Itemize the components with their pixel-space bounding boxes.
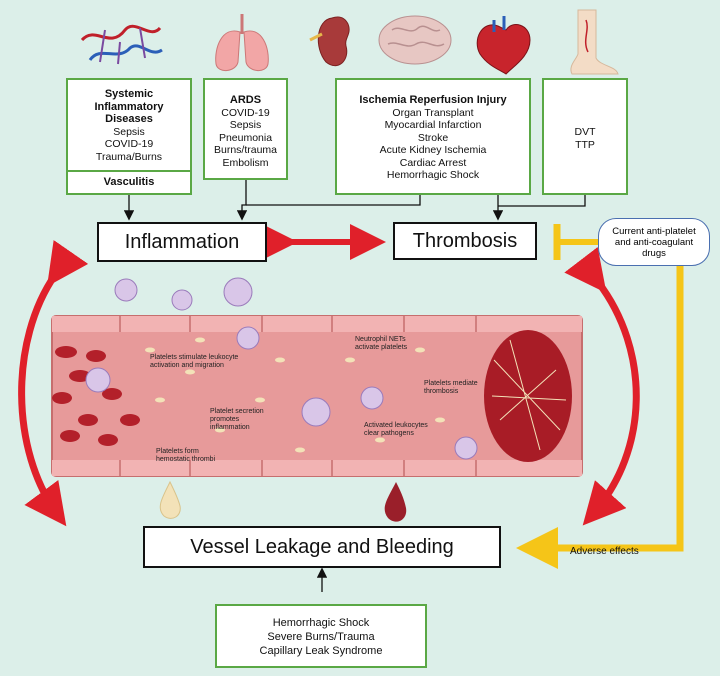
iri-title: Ischemia Reperfusion Injury: [359, 94, 507, 106]
blood-vessel: [51, 315, 583, 477]
adverse-effects-arrow: [516, 266, 684, 569]
blood-droplet: [384, 482, 407, 522]
drugs-line: drugs: [642, 247, 666, 259]
vessel-leakage-box: Vessel Leakage and Bleeding: [143, 526, 501, 568]
adverse-effects-label: Adverse effects: [570, 546, 639, 557]
label-platelets-mediate: Platelets mediate thrombosis: [424, 380, 478, 396]
label-line: activation and migration: [150, 362, 224, 369]
ards-box: ARDS COVID-19 Sepsis Pneumonia Burns/tra…: [203, 78, 288, 180]
cause-item: Severe Burns/Trauma: [267, 631, 375, 643]
ards-item: Sepsis: [229, 119, 262, 131]
label-neutrophil-nets: Neutrophil NETs activate platelets: [355, 336, 407, 352]
label-line: Activated leukocytes: [364, 422, 428, 429]
systemic-item: Sepsis: [113, 125, 145, 138]
iri-item: Myocardial Infarction: [384, 119, 482, 131]
label-activated-leukocytes: Activated leukocytes clear pathogens: [364, 422, 428, 438]
lungs-icon: [215, 14, 269, 71]
thrombus: [484, 330, 572, 462]
ards-item: Burns/trauma: [213, 144, 278, 156]
label-line: activate platelets: [355, 344, 408, 351]
vessel-leakage-label: Vessel Leakage and Bleeding: [190, 535, 454, 558]
leukocytes: [85, 277, 478, 460]
label-line: Platelets mediate: [424, 380, 478, 387]
systemic-title-line: Diseases: [105, 113, 153, 125]
thrombosis-box: Thrombosis: [393, 222, 537, 260]
blood-vessels-icon: [80, 24, 163, 65]
cause-item: Capillary Leak Syndrome: [259, 645, 383, 657]
drugs-pill: Current anti-platelet and anti-coagulant…: [598, 218, 710, 266]
iri-item: Stroke: [417, 131, 449, 144]
kidney-icon: [309, 16, 350, 67]
ischemia-reperfusion-box: Ischemia Reperfusion Injury Organ Transp…: [335, 78, 531, 195]
label-line: Platelet secretion: [210, 408, 264, 415]
systemic-item: Trauma/Burns: [95, 150, 163, 163]
right-curved-arrow: [564, 247, 640, 526]
systemic-inflammatory-box: Systemic Inflammatory Diseases Sepsis CO…: [66, 78, 192, 195]
label-line: inflammation: [210, 424, 250, 431]
label-platelet-secretion: Platelet secretion promotes inflammation: [210, 408, 264, 432]
iri-item: Organ Transplant: [392, 106, 474, 119]
label-line: clear pathogens: [364, 430, 414, 437]
label-hemostatic-thrombi: Platelets form hemostatic thrombi: [156, 448, 215, 464]
drugs-line: Current anti-platelet: [612, 225, 696, 237]
vasculitis-label: Vasculitis: [68, 170, 190, 189]
label-line: thrombosis: [424, 388, 459, 395]
platelets: [145, 337, 445, 453]
left-curved-arrow: [18, 240, 89, 527]
systemic-title-line: Systemic: [104, 88, 154, 100]
label-line: hemostatic thrombi: [156, 456, 216, 463]
plasma-droplet: [159, 480, 181, 519]
inflammation-box: Inflammation: [97, 222, 267, 262]
brain-icon: [378, 15, 452, 65]
label-line: promotes: [210, 416, 240, 423]
cause-item: Hemorrhagic Shock: [272, 617, 370, 629]
dvt-item: TTP: [575, 138, 595, 151]
dvt-box: DVT TTP: [542, 78, 628, 195]
thrombosis-label: Thrombosis: [412, 229, 518, 252]
leakage-causes-box: Hemorrhagic Shock Severe Burns/Trauma Ca…: [215, 604, 427, 668]
drug-inhibition-line: [553, 224, 600, 260]
leg-icon: [570, 9, 619, 75]
heart-icon: [476, 16, 531, 75]
ards-item: COVID-19: [221, 106, 270, 119]
label-line: Platelets form: [156, 448, 199, 455]
label-line: Platelets stimulate leukocyte: [150, 354, 239, 361]
inflammation-label: Inflammation: [124, 230, 240, 253]
ards-title: ARDS: [229, 94, 262, 106]
dvt-item: DVT: [574, 126, 596, 138]
label-platelets-stimulate: Platelets stimulate leukocyte activation…: [150, 354, 238, 370]
systemic-title-line: Inflammatory: [94, 100, 164, 113]
label-line: Neutrophil NETs: [355, 336, 406, 343]
systemic-item: COVID-19: [104, 138, 154, 150]
iri-item: Acute Kidney Ischemia: [379, 144, 487, 156]
iri-item: Cardiac Arrest: [399, 156, 467, 169]
iri-item: Hemorrhagic Shock: [386, 169, 480, 181]
red-blood-cells-cluster: [52, 346, 140, 446]
ards-item: Embolism: [222, 156, 269, 169]
connector-lines: [123, 180, 586, 592]
drugs-line: and anti-coagulant: [614, 236, 694, 248]
ards-item: Pneumonia: [218, 131, 273, 144]
